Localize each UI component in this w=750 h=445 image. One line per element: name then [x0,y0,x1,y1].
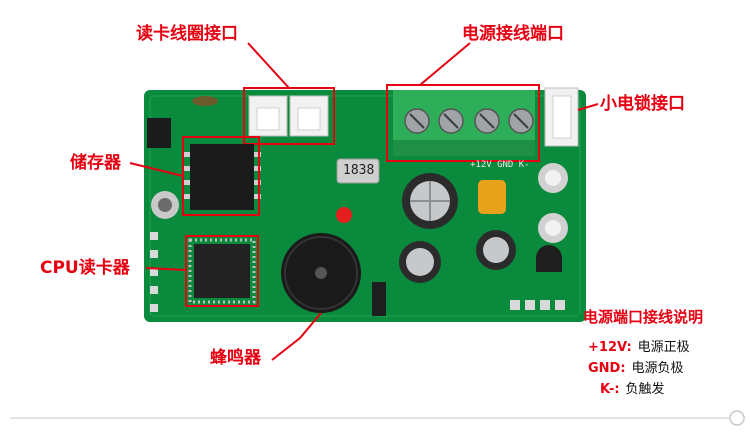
power-port-highlight [386,84,540,162]
wiring-note-k: K-: 负触发 [600,382,665,398]
bottom-pads [510,300,565,310]
cpu-reader-highlight [185,235,259,307]
top-left-chip [147,118,171,148]
wiring-note-key: +12V: [588,340,632,355]
wiring-note-gnd: GND: 电源负极 [588,361,684,377]
wiring-note-key: GND: [588,361,626,376]
power-terminal-block [393,90,535,156]
small-lock-connector [544,87,579,147]
transistor [536,245,562,272]
wiring-notes-title: 电源端口接线说明 [583,308,704,326]
wiring-note-12v: +12V: 电源正极 [588,340,690,356]
crystal-oscillator [336,158,380,184]
capacitor-small-2 [476,230,516,270]
mounting-hole-left [151,191,179,219]
callout-lines [129,42,599,361]
capacitor-large [402,173,458,229]
label-storage: 储存器 [70,153,121,173]
wiring-note-value: 负触发 [625,382,665,397]
label-cpu-reader: CPU读卡器 [40,258,130,278]
buzzer [281,233,361,313]
wiring-note-value: 电源正极 [637,340,690,355]
jumper-header [372,282,386,316]
cpu-reader-chip [188,238,256,304]
wiring-note-value: 电源负极 [631,361,684,376]
edge-pads [150,232,158,312]
label-card-reader-coil-port: 读卡线圈接口 [136,24,238,44]
mounting-hole-right-bottom [538,213,568,243]
label-small-lock-port: 小电锁接口 [600,94,685,114]
mounting-hole-right-top [538,163,568,193]
label-power-terminal-port: 电源接线端口 [462,24,564,44]
wiring-note-key: K-: [600,382,620,397]
red-led [336,207,352,223]
coil-connector-1 [248,95,288,137]
label-buzzer: 蜂鸣器 [210,348,261,368]
storage-chip [183,144,261,210]
capacitor-small-1 [399,241,441,283]
slider-handle [729,410,745,426]
power-silkscreen: +12V GND K- [470,160,530,170]
crystal-marking: 1838 [343,163,375,178]
tantalum-capacitor [478,180,506,214]
coil-connector-2 [289,95,329,137]
